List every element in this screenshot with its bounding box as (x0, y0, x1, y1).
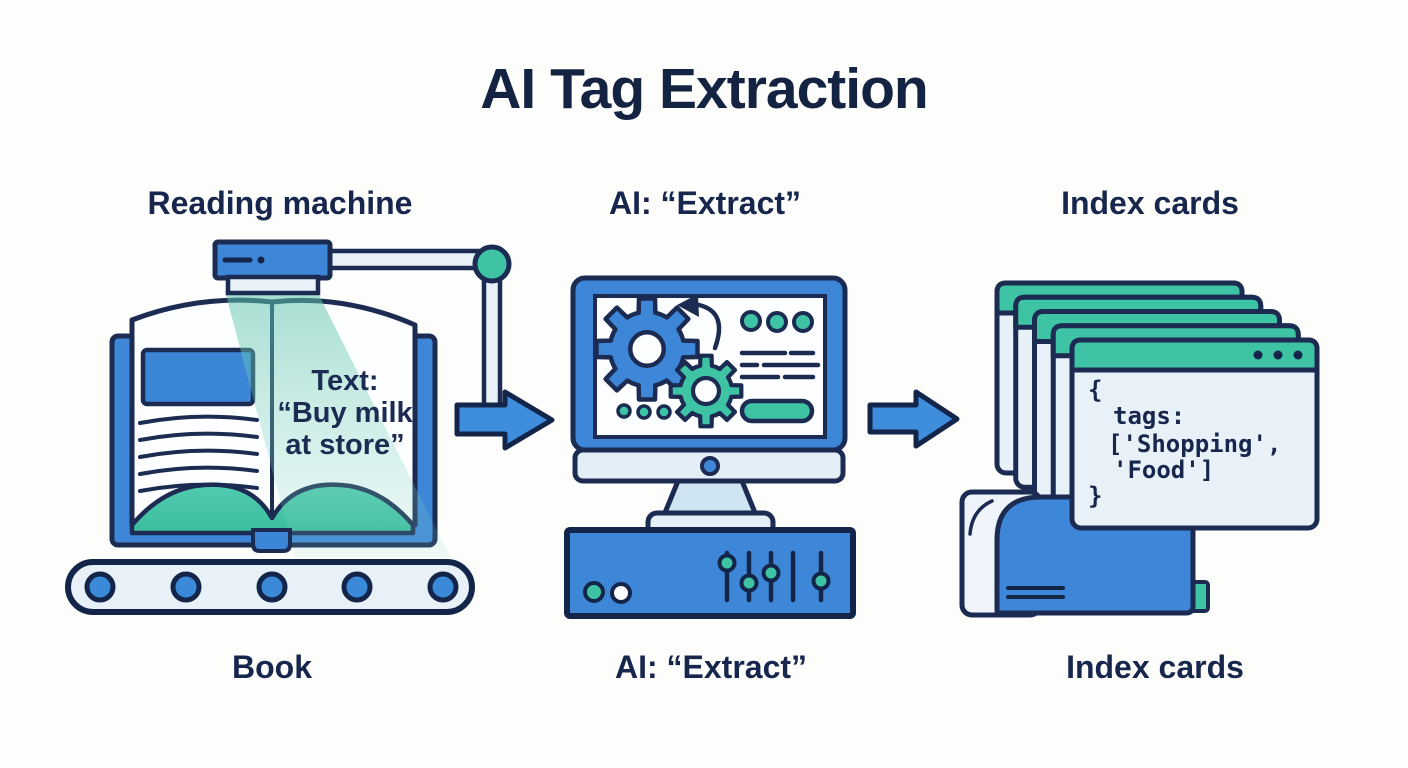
book-text-line: Text: (311, 365, 378, 397)
refresh-arrow-icon (677, 294, 722, 351)
flow-arrow-icon (867, 389, 960, 449)
indicator-light-icon (610, 582, 632, 604)
small-dots-icon (616, 403, 672, 420)
code-line: } (1088, 482, 1102, 510)
ai-computer-illustration (564, 275, 960, 619)
flow-arrow-icon (454, 389, 555, 451)
code-line: tags: (1113, 402, 1185, 430)
heading-reading-machine: Reading machine (147, 185, 413, 221)
scanner-arm (322, 244, 512, 435)
book-text-line: “Buy milk (277, 397, 413, 429)
scanner-head-icon (212, 239, 333, 296)
status-dots-icon (740, 310, 814, 333)
arm-joint-icon (472, 244, 512, 284)
caption-ai-extract: AI: “Extract” (614, 649, 808, 685)
monitor-stand (645, 478, 776, 538)
page-image-icon (140, 347, 256, 407)
drawer-label-icon (1006, 586, 1065, 599)
window-dots-icon (1253, 350, 1303, 360)
indicator-light-icon (583, 581, 605, 603)
caption-book: Book (232, 649, 312, 685)
index-cards-illustration: { tags: ['Shopping', 'Food'] } (959, 280, 1320, 618)
book-page-text: Text: “Buy milk at store” (277, 365, 413, 461)
gear-icon (668, 353, 744, 429)
page-title: AI Tag Extraction (480, 57, 929, 121)
reading-machine-illustration: Text: “Buy milk at store” (65, 239, 555, 615)
server-box-icon (564, 527, 856, 619)
code-line: { (1088, 376, 1102, 404)
caption-index-cards: Index cards (1066, 649, 1244, 685)
code-line: 'Food'] (1113, 456, 1214, 484)
camera-dot-icon (700, 456, 720, 476)
scan-beam-icon (225, 291, 450, 557)
gear-icon (594, 296, 700, 402)
code-line: ['Shopping', (1108, 430, 1281, 458)
index-card-front: { tags: ['Shopping', 'Food'] } (1069, 337, 1320, 531)
bookmark-tab-icon (251, 528, 292, 553)
heading-index-cards: Index cards (1061, 185, 1239, 221)
heading-ai-extract: AI: “Extract” (608, 185, 802, 221)
screen-content (594, 294, 821, 429)
button-pill-icon (739, 398, 815, 424)
book-text-line: at store” (285, 429, 404, 461)
card-code-text: { tags: ['Shopping', 'Food'] } (1088, 376, 1281, 510)
conveyor-belt-icon (65, 559, 475, 615)
text-lines-icon (739, 350, 821, 380)
